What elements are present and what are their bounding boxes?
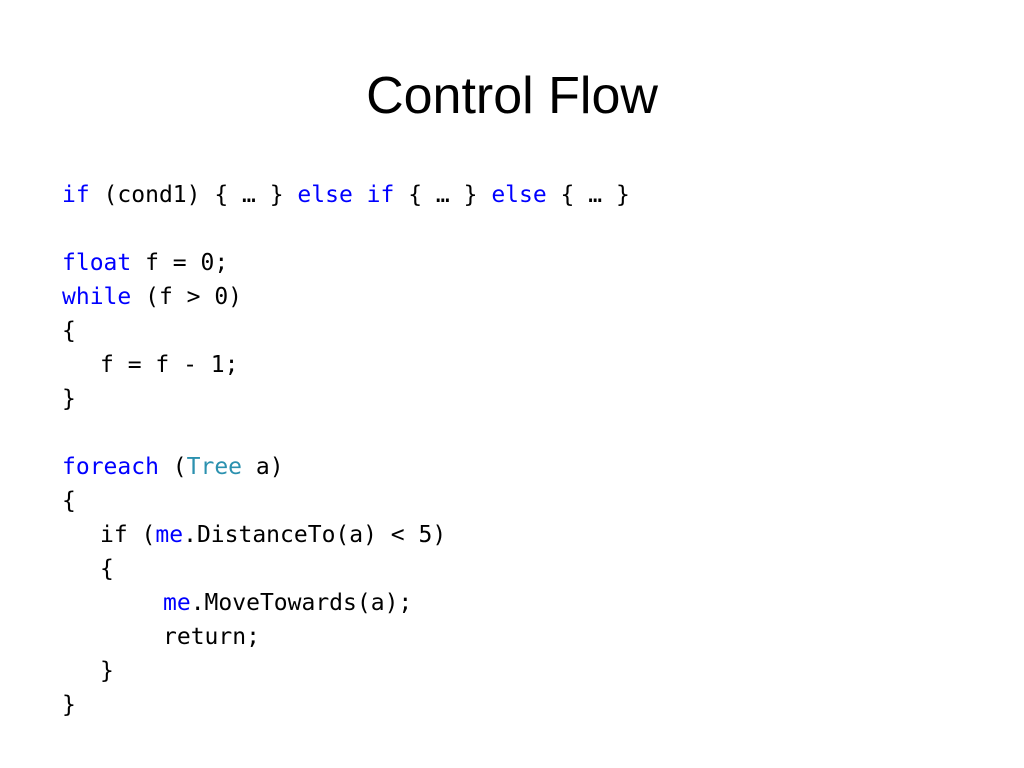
code-line: { [62, 314, 1002, 348]
code-token-plain: { … } [394, 182, 492, 208]
code-token-plain: f = f - 1; [100, 352, 239, 378]
code-token-keyword: me [163, 590, 191, 616]
slide-title: Control Flow [366, 67, 658, 125]
code-token-plain: a) [242, 454, 284, 480]
code-line: { [62, 552, 1002, 586]
code-token-plain: (cond1) { … } [89, 182, 298, 208]
code-token-plain: } [62, 692, 76, 718]
code-line: if (cond1) { … } else if { … } else { … … [62, 178, 1002, 212]
code-token-keyword: me [155, 522, 184, 548]
code-token-plain: .MoveTowards(a); [190, 590, 413, 616]
code-token-plain: { [62, 488, 76, 514]
code-token-plain: ( [158, 454, 187, 480]
code-line: } [62, 688, 1002, 722]
code-token-plain: (f > 0) [131, 284, 243, 310]
code-token-keyword: if [62, 182, 90, 208]
code-line: } [62, 382, 1002, 416]
code-block: if (cond1) { … } else if { … } else { … … [62, 178, 1002, 722]
code-line [62, 416, 1002, 450]
code-line: return; [62, 620, 1002, 654]
code-token-plain: } [62, 386, 76, 412]
code-token-keyword: if [366, 182, 395, 208]
code-line: f = f - 1; [62, 348, 1002, 382]
code-token-plain: .DistanceTo(a) < 5) [183, 522, 447, 548]
code-line: while (f > 0) [62, 280, 1002, 314]
code-token-keyword: float [62, 250, 132, 276]
code-line: } [62, 654, 1002, 688]
code-line: float f = 0; [62, 246, 1002, 280]
code-token-plain [353, 182, 367, 208]
code-token-plain: if ( [100, 522, 156, 548]
code-line: { [62, 484, 1002, 518]
code-line: me.MoveTowards(a); [62, 586, 1002, 620]
code-token-plain: { [100, 556, 114, 582]
code-token-plain: { [62, 318, 76, 344]
code-token-keyword: foreach [62, 454, 159, 480]
code-token-keyword: while [62, 284, 132, 310]
code-line: if (me.DistanceTo(a) < 5) [62, 518, 1002, 552]
code-token-keyword: else [491, 182, 547, 208]
code-token-plain: } [100, 658, 114, 684]
code-token-keyword: else [297, 182, 353, 208]
code-line [62, 212, 1002, 246]
code-token-type: Tree [186, 454, 243, 480]
code-token-plain: { … } [546, 182, 630, 208]
code-token-plain: f = 0; [131, 250, 229, 276]
code-token-plain: return; [163, 624, 260, 650]
code-line: foreach (Tree a) [62, 450, 1002, 484]
